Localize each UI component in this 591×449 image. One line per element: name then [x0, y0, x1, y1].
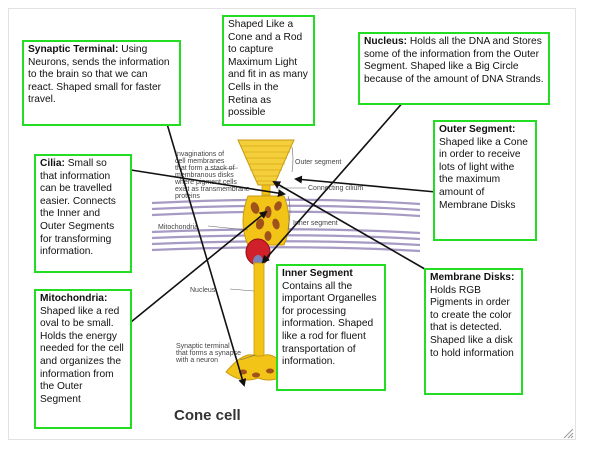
cilia-title: Cilia: [40, 158, 65, 169]
cilia-text: Small so that information can be travell… [40, 158, 116, 258]
label-synaptic-note: Synaptic terminal that forms a synapse w… [175, 343, 243, 364]
nucleus-text: Holds all the DNA and Stores some of the… [364, 36, 544, 85]
mitochondria-box: Mitochondria: Shaped like a red oval to … [34, 289, 132, 429]
resize-handle-icon[interactable] [562, 427, 574, 439]
synaptic-terminal-box: Synaptic Terminal: Using Neurons, sends … [22, 40, 181, 126]
annotation-arrows [130, 91, 437, 387]
nucleus-title: Nucleus: [364, 36, 408, 47]
inner-segment-text: Contains all the important Organelles fo… [282, 280, 377, 368]
synaptic-terminal-text: Using Neurons, sends the information to … [28, 44, 170, 106]
outer-segment-box: Outer Segment: Shaped like a Cone in ord… [433, 120, 537, 241]
mitochondria-shapes [250, 201, 282, 241]
inner-segment-box: Inner Segment Contains all the important… [276, 264, 386, 391]
mitochondria-text: Shaped like a red oval to be small. Hold… [40, 305, 124, 405]
label-mitochondria: Mitochondria [158, 224, 198, 231]
cone-rod-text: Shaped Like a Cone and a Rod to capture … [228, 19, 308, 119]
label-nucleus: Nucleus [190, 287, 216, 294]
label-cone-cell-title: Cone cell [174, 407, 241, 424]
outer-segment-cone [237, 139, 295, 186]
label-invaginations: Invaginations of cell membranes that for… [174, 151, 252, 200]
membrane-disks-text: Holds RGB Pigments in order to create th… [430, 284, 514, 359]
nucleus-box: Nucleus: Holds all the DNA and Stores so… [358, 32, 550, 105]
outer-segment-text: Shaped like a Cone in order to receive l… [439, 136, 528, 211]
synaptic-terminal-title: Synaptic Terminal: [28, 44, 119, 55]
label-inner-segment: Inner segment [293, 220, 338, 227]
membrane-disks-title: Membrane Disks: [430, 272, 515, 283]
inner-segment-title: Inner Segment [282, 268, 353, 279]
label-outer-segment: Outer segment [295, 159, 341, 166]
cilia-box: Cilia: Small so that information can be … [34, 154, 132, 273]
label-connecting-cilium: Connecting cilium [308, 185, 363, 192]
cone-rod-box: Shaped Like a Cone and a Rod to capture … [222, 15, 315, 126]
outer-segment-title: Outer Segment: [439, 124, 516, 135]
mitochondria-title: Mitochondria: [40, 293, 108, 304]
membrane-disks-box: Membrane Disks: Holds RGB Pigments in or… [424, 268, 523, 395]
